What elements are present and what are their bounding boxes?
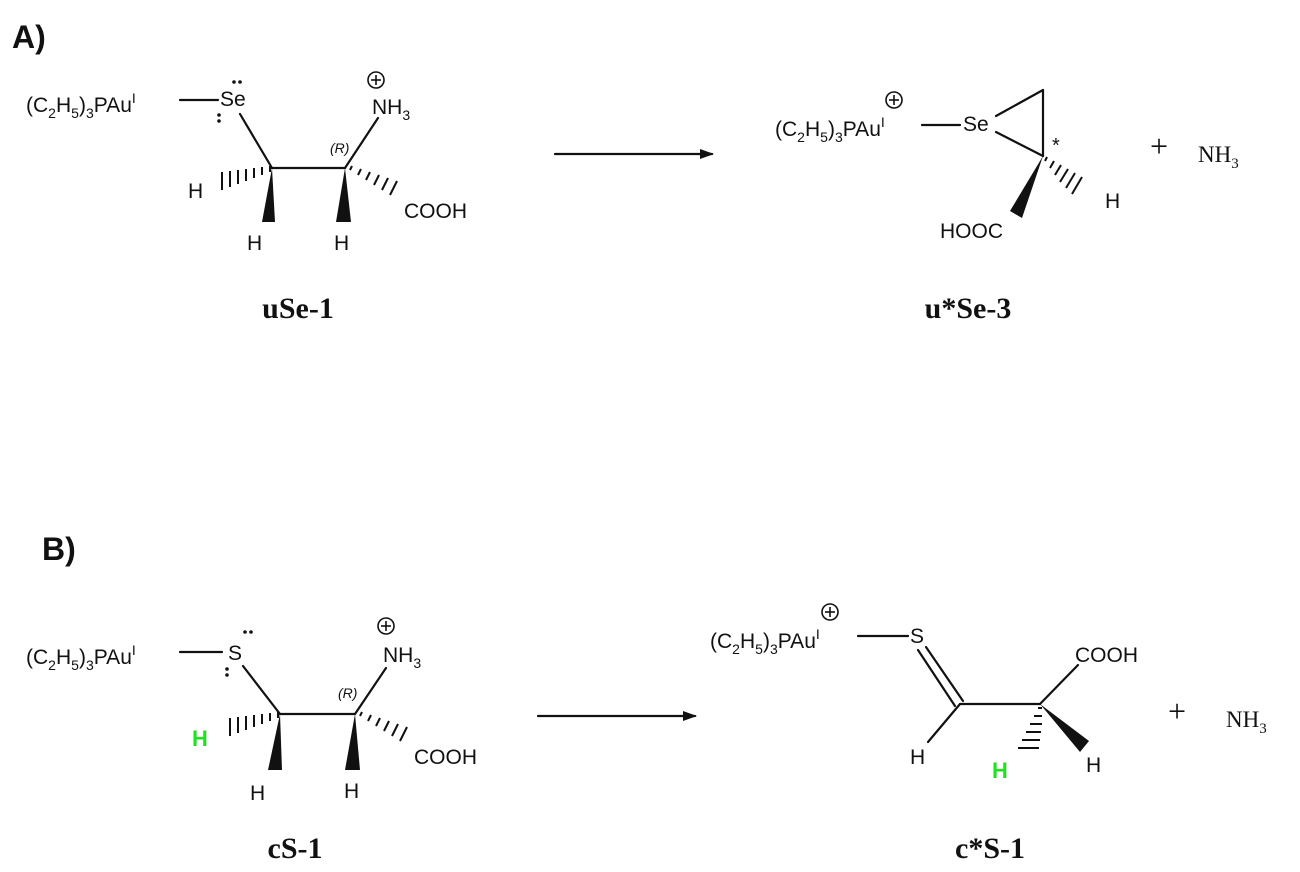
nh3-byproduct: NH3	[1226, 707, 1267, 737]
reactant-a: (C2H5)3PAuI Se NH3 (R) H	[26, 71, 467, 325]
s-atom: S	[228, 642, 242, 665]
wedge-bond-2	[345, 714, 360, 770]
se-c-bond	[238, 112, 274, 170]
plus-charge	[377, 617, 395, 635]
ligand-formula: (C2H5)3PAuI	[26, 642, 136, 673]
reactant-b: (C2H5)3PAuI S NH3 (R) H	[26, 617, 477, 865]
se-ch2-bond	[994, 88, 1045, 118]
h-right: H	[1105, 190, 1120, 213]
double-bond-a	[916, 648, 957, 708]
c-cooh-bond	[1038, 663, 1080, 706]
hashed-bond-right	[349, 165, 398, 196]
plus-charge	[367, 71, 385, 89]
se-atom: Se	[963, 113, 989, 136]
hashed-bond-left	[221, 166, 271, 190]
cooh-group: COOH	[404, 200, 467, 223]
ligand-formula: (C2H5)3PAuI	[775, 114, 885, 145]
hashed-bond	[1044, 156, 1083, 195]
s-atom: S	[910, 625, 924, 648]
h-left-highlighted: H	[192, 726, 208, 751]
plus-sign: +	[1168, 693, 1186, 729]
panel-a: A) (C2H5)3PAuI Se NH3 (R)	[12, 19, 1239, 325]
cooh-group: COOH	[414, 746, 477, 769]
ligand-formula: (C2H5)3PAuI	[710, 626, 820, 657]
wedge-bond	[1010, 156, 1043, 218]
plus-charge	[885, 91, 903, 109]
cooh-group: COOH	[1075, 644, 1138, 667]
nh3-byproduct: NH3	[1198, 142, 1239, 172]
chiral-star: *	[1052, 135, 1060, 157]
compound-name: c*S-1	[955, 832, 1025, 865]
c-n-bond	[353, 666, 388, 716]
h-bottom-2: H	[344, 780, 359, 803]
hooc-group: HOOC	[940, 220, 1003, 243]
hashed-bond-right	[359, 711, 408, 742]
plus-charge	[821, 603, 839, 621]
h-left: H	[188, 180, 203, 203]
h-left: H	[910, 746, 925, 769]
compound-name: cS-1	[268, 832, 323, 865]
wedge-bond-1	[262, 168, 275, 222]
compound-name: u*Se-3	[925, 292, 1012, 325]
product-a: (C2H5)3PAuI Se * H HOOC u*Se-3	[775, 88, 1120, 325]
product-b: (C2H5)3PAuI S COOH H H H c*S-1	[710, 603, 1138, 865]
se-atom: Se	[220, 88, 246, 111]
h-bottom-1: H	[250, 782, 265, 805]
nh3-group: NH3	[372, 96, 410, 123]
hashed-bond-left	[229, 712, 279, 736]
panel-b-label: B)	[42, 531, 76, 567]
h-bottom-2: H	[334, 232, 349, 255]
wedge-bond	[1040, 704, 1089, 752]
nh3-group: NH3	[383, 644, 421, 671]
s-c-bond	[241, 664, 282, 716]
stereo-descriptor: (R)	[330, 140, 349, 156]
plus-sign: +	[1150, 128, 1168, 164]
panel-a-label: A)	[12, 19, 46, 55]
c-n-bond	[343, 116, 380, 170]
compound-name: uSe-1	[262, 292, 334, 325]
h-right: H	[1086, 754, 1101, 777]
wedge-bond-2	[336, 168, 351, 222]
lone-pairs	[225, 630, 253, 677]
h-bottom-1: H	[247, 232, 262, 255]
se-c-bond	[994, 130, 1045, 158]
ligand-formula: (C2H5)3PAuI	[26, 90, 136, 121]
hashed-bond	[1018, 707, 1042, 749]
panel-b: B) (C2H5)3PAuI S NH3 (R)	[26, 531, 1267, 865]
c-h-bond	[926, 702, 962, 744]
h-highlighted: H	[992, 758, 1008, 783]
lone-pairs	[217, 80, 242, 123]
double-bond-b	[924, 645, 965, 703]
wedge-bond-1	[268, 714, 282, 770]
stereo-descriptor: (R)	[338, 685, 357, 701]
